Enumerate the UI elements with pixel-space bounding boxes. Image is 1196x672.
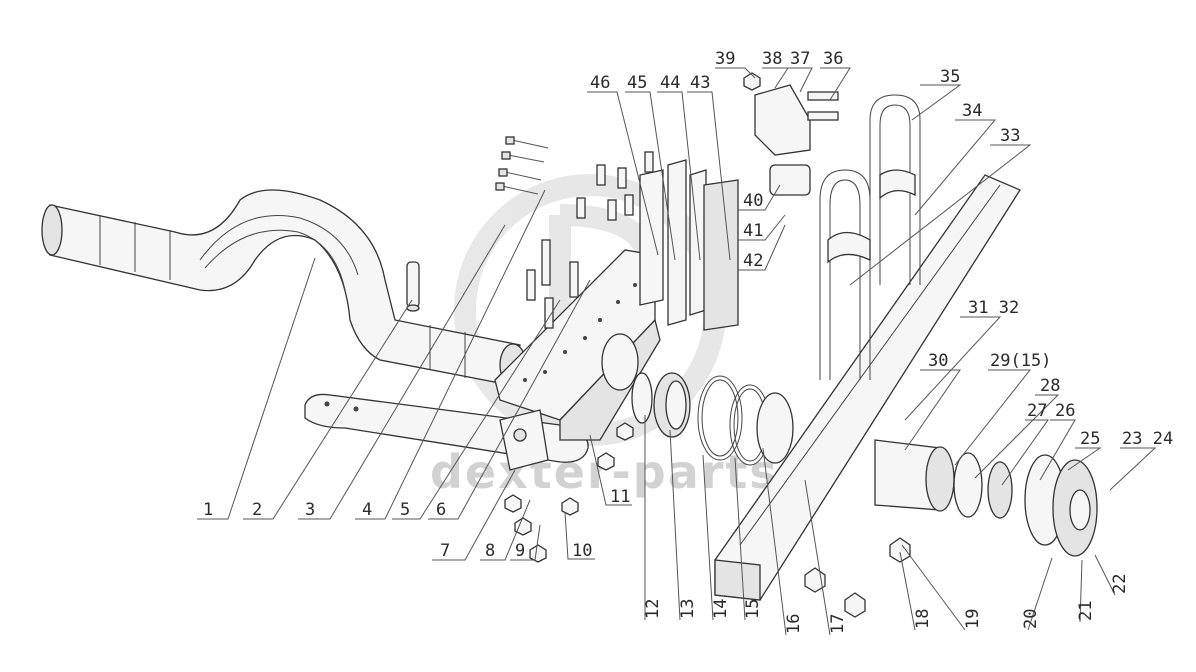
callout-36: 36 [823,49,843,69]
callout-44: 44 [660,73,680,93]
callout-1: 1 [203,500,213,520]
upper-bracket-parts [743,72,839,196]
seal-rings [631,372,794,466]
callout-4: 4 [362,500,372,520]
callout-46: 46 [590,73,610,93]
long-bolts [495,136,549,195]
callout-23-24: 23 24 [1122,429,1173,449]
callout-18: 18 [913,609,933,629]
callout-3: 3 [305,500,315,520]
callout-10: 10 [572,541,592,561]
callout-31-32: 31 32 [968,298,1019,318]
callout-27: 27 [1027,401,1047,421]
callout-28: 28 [1040,376,1060,396]
callout-21: 21 [1076,601,1096,621]
callout-45: 45 [627,73,647,93]
spacer-plates [639,159,739,331]
callout-8: 8 [485,541,495,561]
callout-12: 12 [643,599,663,619]
callout-7: 7 [440,541,450,561]
callout-6: 6 [436,500,446,520]
callout-22: 22 [1110,574,1130,594]
callout-29: 29(15) [990,351,1051,371]
callout-26: 26 [1055,401,1075,421]
callout-38: 38 [762,49,782,69]
callout-2: 2 [252,500,262,520]
callout-40: 40 [743,191,763,211]
callout-11: 11 [610,487,630,507]
callout-15: 15 [743,599,763,619]
callout-16: 16 [784,614,804,634]
callout-30: 30 [928,351,948,371]
axle-arm [41,189,527,387]
callout-labels: 1 2 3 4 5 6 7 8 9 10 11 12 13 14 15 16 1… [203,49,1173,634]
callout-19: 19 [963,609,983,629]
callout-43: 43 [690,73,710,93]
pin [406,261,420,312]
callout-35: 35 [940,67,960,87]
u-bolt-studs [526,151,654,329]
mounting-bracket [494,249,661,441]
nuts-group-left [504,422,634,563]
callout-37: 37 [790,49,810,69]
u-bolts [819,94,921,380]
callout-17: 17 [828,614,848,634]
callout-39: 39 [715,49,735,69]
callout-25: 25 [1080,429,1100,449]
callout-42: 42 [743,251,763,271]
hub-assembly [874,439,1098,557]
callout-33: 33 [1000,126,1020,146]
callout-34: 34 [962,101,982,121]
leader-lines [197,67,1157,636]
callout-14: 14 [711,599,731,619]
callout-9: 9 [515,541,525,561]
callout-13: 13 [678,599,698,619]
callout-5: 5 [400,500,410,520]
callout-41: 41 [743,221,763,241]
small-bracket [499,409,549,471]
callout-20: 20 [1021,609,1041,629]
